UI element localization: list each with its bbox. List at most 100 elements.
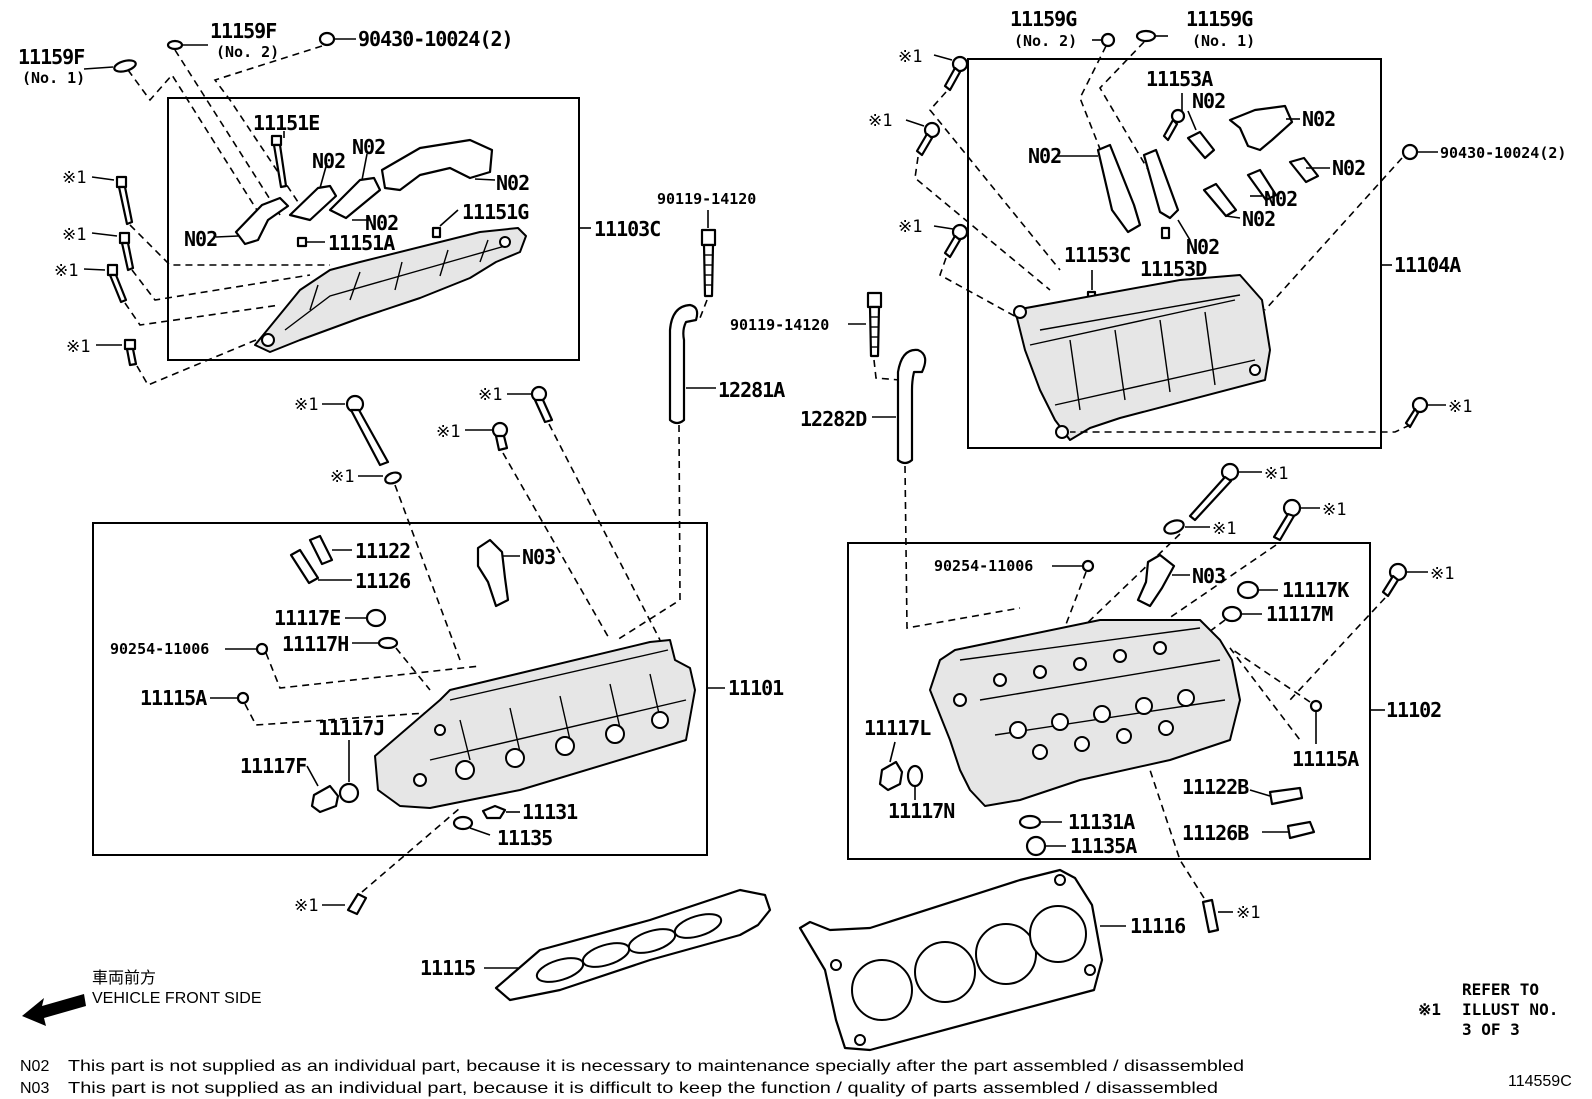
label-N03-left: N03 (522, 545, 555, 569)
bolt-left-1 (115, 175, 134, 226)
ref-mark: ※1 (898, 47, 922, 67)
label-11117H: 11117H (282, 632, 348, 656)
label-N02-c: N02 (496, 171, 529, 195)
vehicle-front-indicator: 車両前方 VEHICLE FRONT SIDE (22, 969, 262, 1026)
footnote-n03-code: N03 (20, 1080, 49, 1097)
label-N02-d: N02 (365, 211, 398, 235)
arrow-left-icon (22, 994, 86, 1026)
vehicle-front-en: VEHICLE FRONT SIDE (92, 990, 262, 1007)
chain-guide-group (616, 210, 1021, 641)
label-12282D: 12282D (800, 407, 867, 431)
label-11126: 11126 (355, 569, 410, 593)
refer-note: REFER TO ※1 ILLUST NO. 3 OF 3 (1418, 980, 1558, 1039)
label-11115A-left: 11115A (140, 686, 207, 710)
label-11102: 11102 (1386, 698, 1441, 722)
label-11153A: 11153A (1146, 67, 1213, 91)
bolt-left-4 (123, 338, 138, 367)
label-N02-f: N02 (1192, 89, 1225, 113)
footnote-n02-code: N02 (20, 1058, 49, 1075)
bolt-left-2 (118, 231, 135, 272)
box-camshaft-housing-right (967, 58, 1382, 449)
box-camshaft-housing-left (167, 97, 580, 361)
label-11159G-no1: 11159G (1186, 7, 1253, 31)
ref-mark: ※1 (868, 111, 892, 131)
ref-mark: ※1 (478, 385, 502, 405)
label-N02-e: N02 (184, 227, 217, 251)
ref-mark: ※1 (294, 896, 318, 916)
label-N02-b: N02 (352, 135, 385, 159)
illustration-number: 114559C (1508, 1073, 1572, 1090)
label-90254-left: 90254-11006 (110, 640, 209, 658)
label-12281A: 12281A (718, 378, 785, 402)
label-11151A: 11151A (328, 231, 395, 255)
bolt-right-3 (943, 223, 969, 259)
box-cylinder-head-left (92, 522, 708, 856)
footnote-n03-text: This part is not supplied as an individu… (68, 1080, 1218, 1097)
label-11117K: 11117K (1282, 578, 1349, 602)
label-11126B: 11126B (1182, 821, 1249, 845)
ref-mark: ※1 (62, 168, 86, 188)
label-11116: 11116 (1130, 914, 1185, 938)
footnote-n02-text: This part is not supplied as an individu… (68, 1058, 1244, 1075)
gasket-right-11116 (798, 868, 1126, 1052)
refer-mark: ※1 (1418, 1000, 1441, 1019)
bolt-right-1 (943, 55, 969, 92)
footnotes: N02 This part is not supplied as an indi… (20, 1058, 1572, 1097)
ref-mark: ※1 (54, 261, 78, 281)
label-11159G-no2: 11159G (1010, 7, 1077, 31)
ref-mark: ※1 (1322, 500, 1346, 520)
label-11117J: 11117J (318, 716, 384, 740)
label-N03-right: N03 (1192, 564, 1225, 588)
label-11131: 11131 (522, 800, 578, 824)
ref-mark: ※1 (1448, 397, 1472, 417)
refer-line2: ILLUST NO. (1462, 1000, 1558, 1019)
bolt-left-3 (106, 263, 128, 304)
ref-mark: ※1 (62, 225, 86, 245)
label-90430-left: 90430-10024(2) (358, 27, 513, 51)
label-11117N: 11117N (888, 799, 954, 823)
ref-mark: ※1 (436, 422, 460, 442)
ref-mark: ※1 (1430, 564, 1454, 584)
box-cylinder-head-right (847, 542, 1371, 860)
label-11115: 11115 (420, 956, 475, 980)
label-11151E: 11151E (253, 111, 319, 135)
ref-mark: ※1 (294, 395, 318, 415)
label-11153D: 11153D (1140, 257, 1207, 281)
label-11115A-right: 11115A (1292, 747, 1359, 771)
label-N02-h: N02 (1028, 144, 1061, 168)
label-11117F: 11117F (240, 754, 306, 778)
label-11117E: 11117E (274, 606, 340, 630)
ref-mark: ※1 (1264, 464, 1288, 484)
label-11122B: 11122B (1182, 775, 1249, 799)
refer-line3: 3 OF 3 (1462, 1020, 1520, 1039)
label-N02-j: N02 (1264, 187, 1297, 211)
gasket-left-11115 (484, 888, 772, 1002)
vehicle-front-jp: 車両前方 (92, 969, 156, 987)
label-11103C: 11103C (594, 217, 660, 241)
label-N02-l: N02 (1186, 235, 1219, 259)
ref-mark: ※1 (1236, 903, 1260, 923)
cylinder-head-left-group (210, 385, 725, 916)
camshaft-housing-right-group (905, 29, 1446, 441)
label-N02-a: N02 (312, 149, 345, 173)
label-11159F-no1: 11159F (18, 45, 84, 69)
label-90119-b: 90119-14120 (730, 316, 829, 334)
camshaft-housing-left-group (83, 31, 591, 387)
bolt-right-2 (915, 121, 941, 157)
label-11117M: 11117M (1266, 602, 1333, 626)
label-11131A: 11131A (1068, 810, 1135, 834)
label-11151G: 11151G (462, 200, 529, 224)
label-N02-k: N02 (1242, 207, 1275, 231)
ref-mark: ※1 (66, 337, 90, 357)
label-N02-i: N02 (1332, 156, 1365, 180)
cylinder-head-right-group (878, 462, 1428, 934)
label-90254-right: 90254-11006 (934, 557, 1033, 575)
label-11159G-no2-sub: (No. 2) (1014, 32, 1077, 50)
label-11153C: 11153C (1064, 243, 1130, 267)
label-90119-a: 90119-14120 (657, 190, 756, 208)
label-11117L: 11117L (864, 716, 931, 740)
label-11135: 11135 (497, 826, 552, 850)
label-11159F-no1-sub: (No. 1) (22, 69, 85, 87)
label-11135A: 11135A (1070, 834, 1137, 858)
